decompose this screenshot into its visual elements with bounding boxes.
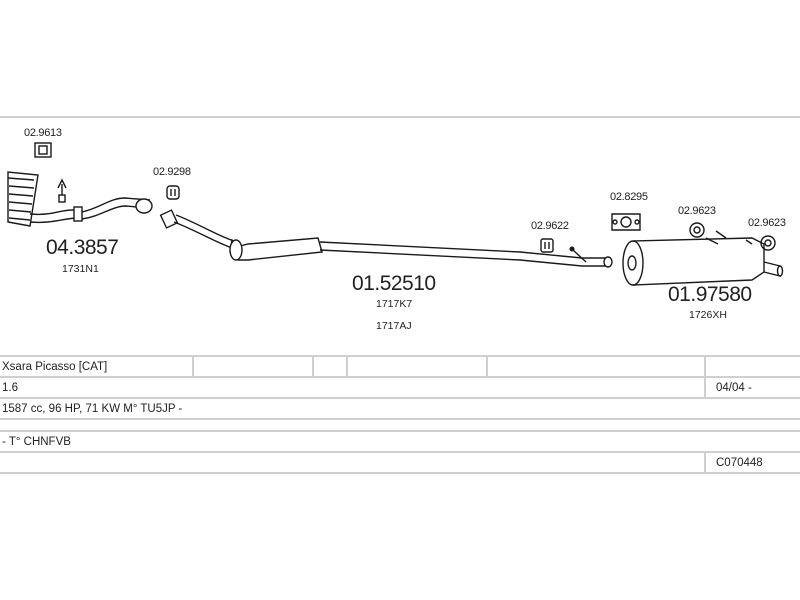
empty-cell bbox=[192, 355, 313, 378]
diagram-frame bbox=[0, 116, 800, 490]
sensor-arrow-icon bbox=[57, 178, 67, 203]
table-row: Xsara Picasso [CAT] bbox=[0, 355, 800, 378]
catalyst-icon bbox=[7, 171, 153, 227]
part-clamp-code: 02.9298 bbox=[153, 166, 191, 178]
part-middle-code: 01.52510 bbox=[352, 272, 436, 295]
application-table: Xsara Picasso [CAT] 1.6 04/04 - 1587 cc,… bbox=[0, 355, 800, 474]
part-rear-oe: 1726XH bbox=[689, 309, 727, 321]
gasket-icon bbox=[34, 142, 52, 158]
empty-cell bbox=[312, 355, 347, 378]
middle-silencer-icon bbox=[159, 209, 613, 268]
model-cell: Xsara Picasso [CAT] bbox=[0, 355, 193, 378]
part-catalyst-code: 04.3857 bbox=[46, 236, 119, 259]
date-range-cell: 04/04 - bbox=[704, 376, 800, 399]
exhaust-diagram bbox=[7, 142, 784, 286]
part-catalyst-oe: 1731N1 bbox=[62, 263, 99, 275]
clamp-2-icon bbox=[540, 238, 554, 253]
part-middle-oe-2: 1717AJ bbox=[376, 320, 412, 332]
rear-silencer-icon bbox=[622, 230, 784, 286]
table-row: 1587 cc, 96 HP, 71 KW M° TU5JP - bbox=[0, 397, 800, 420]
engine-size-cell: 1.6 bbox=[0, 376, 705, 399]
mount-ring-icon bbox=[689, 222, 705, 238]
engine-spec-cell: 1587 cc, 96 HP, 71 KW M° TU5JP - bbox=[0, 397, 800, 420]
table-row: C070448 bbox=[0, 451, 800, 474]
table-row: 1.6 04/04 - bbox=[0, 376, 800, 399]
empty-cell bbox=[486, 355, 705, 378]
table-spacer bbox=[0, 419, 800, 431]
part-rear-code: 01.97580 bbox=[668, 283, 752, 306]
catalog-number-cell: C070448 bbox=[704, 451, 800, 474]
empty-cell bbox=[704, 355, 800, 378]
part-clamp-2-code: 02.9622 bbox=[531, 220, 569, 232]
clamp-icon bbox=[166, 185, 180, 200]
part-middle-oe-1: 1717K7 bbox=[376, 298, 413, 310]
part-rubber-mount-code: 02.8295 bbox=[610, 191, 648, 203]
part-mount-ring-2-code: 02.9623 bbox=[748, 217, 786, 229]
part-mount-ring-code: 02.9623 bbox=[678, 205, 716, 217]
table-row: - T° CHNFVB bbox=[0, 430, 800, 453]
rubber-mount-icon bbox=[611, 213, 641, 231]
empty-cell bbox=[346, 355, 487, 378]
type-code-cell: - T° CHNFVB bbox=[0, 430, 800, 453]
empty-cell bbox=[0, 451, 705, 474]
part-gasket-code: 02.9613 bbox=[24, 127, 62, 139]
hanger-pin-icon bbox=[569, 246, 587, 263]
